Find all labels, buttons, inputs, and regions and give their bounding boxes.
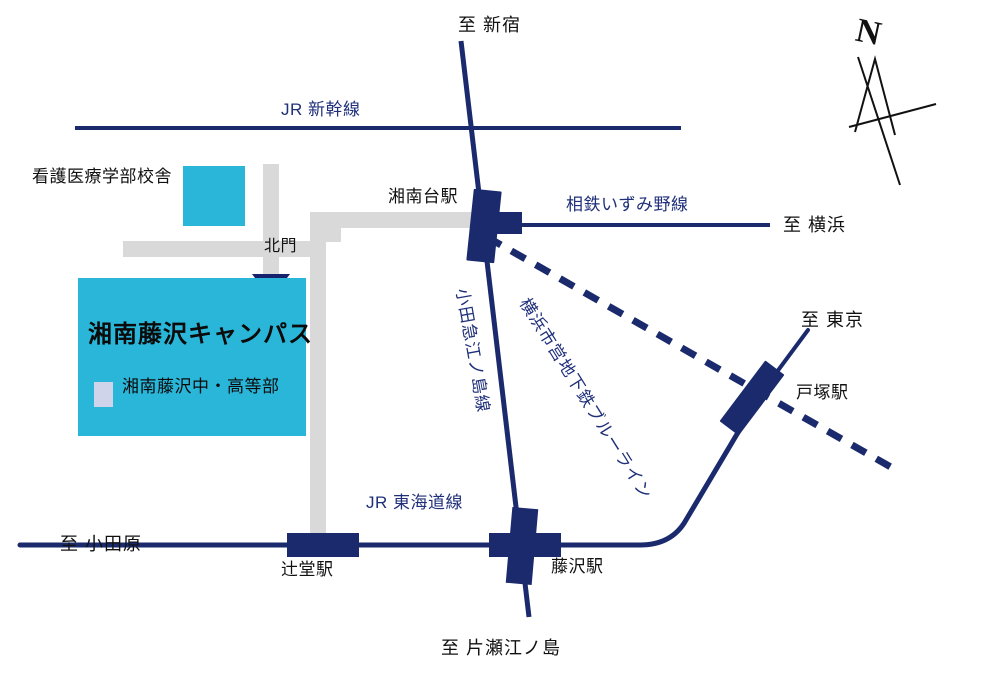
label-campus-title: 湘南藤沢キャンパス [88, 321, 313, 348]
label-nursing-building: 看護医療学部校舎 [32, 167, 172, 186]
station-marker-totsuka[interactable] [719, 360, 785, 436]
road-gate-stem [263, 246, 279, 282]
label-jr-tokaido: JR 東海道線 [366, 493, 463, 512]
label-to-odawara: 至 小田原 [60, 534, 143, 554]
nursing-building-block [183, 166, 245, 226]
label-station-shonandai: 湘南台駅 [388, 187, 458, 206]
compass-rose [848, 55, 937, 186]
road-horizontal-shonandai [310, 212, 485, 228]
label-station-tsujido: 辻堂駅 [281, 560, 334, 579]
road-horizontal-north-gate [123, 241, 279, 257]
label-station-fujisawa: 藤沢駅 [551, 557, 604, 576]
road-connector-shonandai [325, 228, 341, 242]
rail-yokohama-subway-blue [485, 233, 898, 474]
label-station-totsuka: 戸塚駅 [796, 383, 849, 402]
label-to-yokohama: 至 横浜 [783, 215, 847, 235]
label-to-katase-enoshima: 至 片瀬江ノ島 [441, 638, 562, 658]
label-to-tokyo: 至 東京 [801, 310, 865, 330]
label-to-shinjuku: 至 新宿 [458, 15, 522, 35]
school-swatch [94, 382, 113, 407]
campus-block [78, 278, 306, 436]
station-marker-shonandai[interactable] [466, 188, 522, 264]
label-jr-shinkansen: JR 新幹線 [281, 100, 361, 119]
road-vertical-trunk [310, 212, 326, 548]
road-vertical-west [263, 164, 279, 246]
label-sotetsu-izumino: 相鉄いずみ野線 [566, 195, 689, 214]
rail-jr-tokaido [17, 389, 765, 548]
label-north-gate: 北門 [264, 238, 298, 255]
road-network [123, 164, 485, 548]
station-marker-tsujido[interactable] [287, 533, 359, 557]
station-marker-fujisawa[interactable] [489, 507, 561, 585]
label-campus-school: 湘南藤沢中・高等部 [122, 377, 280, 396]
